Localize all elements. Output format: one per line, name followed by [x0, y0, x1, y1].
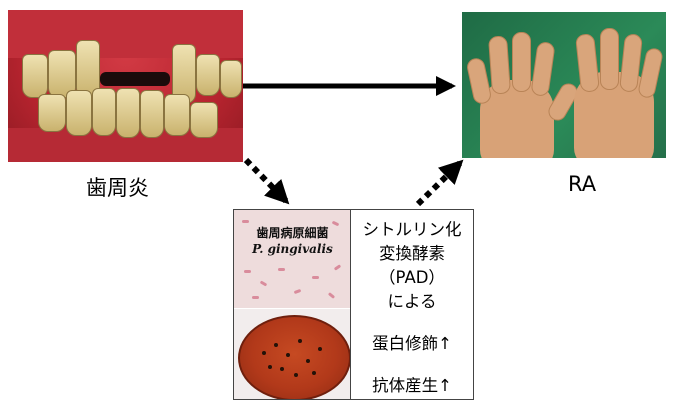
arrow-periodontitis-to-bacteria [246, 160, 286, 201]
arrow-mechanism-to-ra [418, 163, 460, 204]
